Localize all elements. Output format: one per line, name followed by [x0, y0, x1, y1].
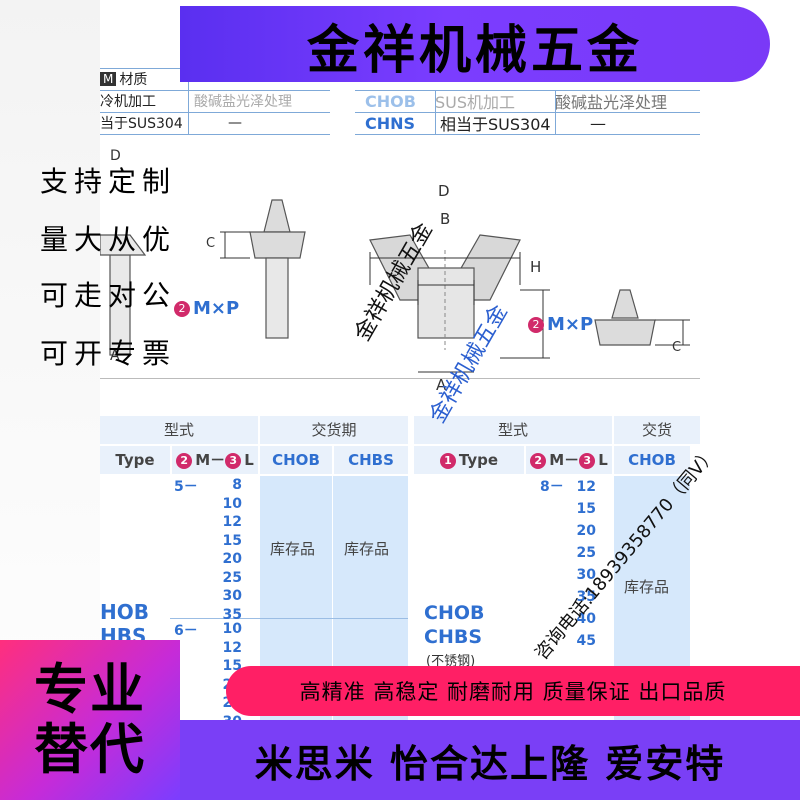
length-value: 15 — [576, 501, 596, 517]
length-value: 25 — [576, 545, 596, 561]
length-value: 25 — [222, 569, 242, 586]
length-value: 12 — [576, 479, 596, 495]
material-row: 冷机加工 酸碱盐光泽处理 — [100, 94, 292, 110]
table-rule — [100, 112, 330, 113]
table-rule — [555, 90, 556, 134]
table-rule — [100, 134, 330, 135]
dim-label-d: D — [438, 182, 450, 200]
length-value: 10 — [222, 495, 242, 512]
material-row: 当于SUS304 — — [100, 115, 242, 132]
length-list: 12 15 20 25 30 35 40 45 — [560, 476, 596, 652]
length-value: 30 — [222, 588, 242, 604]
length-value: 20 — [576, 523, 596, 539]
length-value: 30 — [200, 713, 242, 721]
length-value: 12 — [222, 514, 242, 530]
type-code: HOB — [100, 600, 149, 624]
dim-label-h: H — [530, 258, 542, 276]
col-chob: CHOB — [260, 446, 332, 474]
col-chbs: CHBS — [334, 446, 408, 474]
table-rule — [100, 90, 330, 91]
table-rule — [435, 90, 436, 134]
stock-status: 库存品 — [344, 540, 390, 558]
length-value: 10 — [222, 621, 242, 637]
table-rule — [188, 68, 189, 134]
promo-note: 可开专票 — [40, 337, 177, 370]
feature-bar: 高精准 高稳定 耐磨耐用 质量保证 出口品质 — [226, 666, 800, 716]
length-value: 35 — [222, 606, 242, 623]
material-header: M 材质 — [100, 68, 147, 90]
table-rule — [355, 112, 700, 113]
number-2-icon: 2 — [174, 301, 190, 317]
technical-drawing — [100, 199, 690, 373]
promo-note: 可走对公 — [40, 279, 177, 312]
dim-label-a-left: A — [110, 348, 120, 364]
pro-replacement-badge: 专业 替代 — [0, 640, 180, 800]
m-size: 5－ — [174, 479, 198, 495]
length-value: 40 — [576, 611, 596, 627]
stock-status: 库存品 — [624, 578, 670, 596]
material-row: CHOB SUS机加工 酸碱盐光泽处理 — [365, 91, 668, 113]
badge-line: 专业 — [34, 658, 146, 721]
title-banner — [180, 6, 770, 82]
section-divider — [100, 378, 700, 379]
dim-label-a: A — [436, 376, 447, 394]
type-code: CHOB — [424, 602, 485, 624]
length-value: 15 — [222, 532, 242, 549]
dim-label-b: B — [440, 210, 451, 228]
m-size: 8－ — [540, 479, 564, 495]
promo-note: 支持定制 — [40, 165, 177, 198]
table-header-type: 型式 — [100, 416, 258, 444]
badge-line: 替代 — [34, 718, 146, 781]
dim-label-c: C — [672, 340, 682, 355]
length-value: 35 — [576, 589, 596, 605]
table-rule — [170, 618, 408, 619]
shop-title: 金祥机械五金 — [306, 20, 643, 81]
length-value: 45 — [576, 633, 596, 649]
table-rule — [332, 476, 333, 720]
number-2-icon: 2 — [528, 317, 544, 333]
m-size: 6－ — [174, 623, 198, 639]
stock-status: 库存品 — [270, 540, 316, 558]
col-type: Type — [100, 446, 170, 474]
promo-note: 量大从优 — [40, 223, 177, 256]
col-chob: CHOB — [614, 446, 690, 474]
length-value: 20 — [222, 551, 242, 567]
table-header-type: 型式 — [414, 416, 612, 444]
dim-label-d-left: D — [110, 148, 121, 164]
length-list: 8 10 12 15 20 25 30 35 — [200, 476, 242, 624]
brand-bar: 米思米 怡合达上隆 爱安特 — [180, 720, 800, 800]
type-code: CHBS — [424, 626, 483, 648]
length-value: 12 — [222, 639, 242, 656]
table-header-delivery: 交货期 — [260, 416, 408, 444]
table-rule — [355, 134, 700, 135]
length-value: 30 — [576, 567, 596, 583]
table-rule — [355, 90, 700, 91]
material-row: CHNS 相当于SUS304 — — [365, 113, 606, 135]
table-header-delivery: 交货 — [614, 416, 700, 444]
length-value: 8 — [232, 477, 242, 493]
product-datasheet: M 材质 冷机加工 酸碱盐光泽处理 当于SUS304 — CHOB SUS机加工… — [100, 60, 700, 720]
type-note: (不锈钢) — [426, 654, 476, 669]
dim-label-c-left: C — [206, 236, 216, 251]
